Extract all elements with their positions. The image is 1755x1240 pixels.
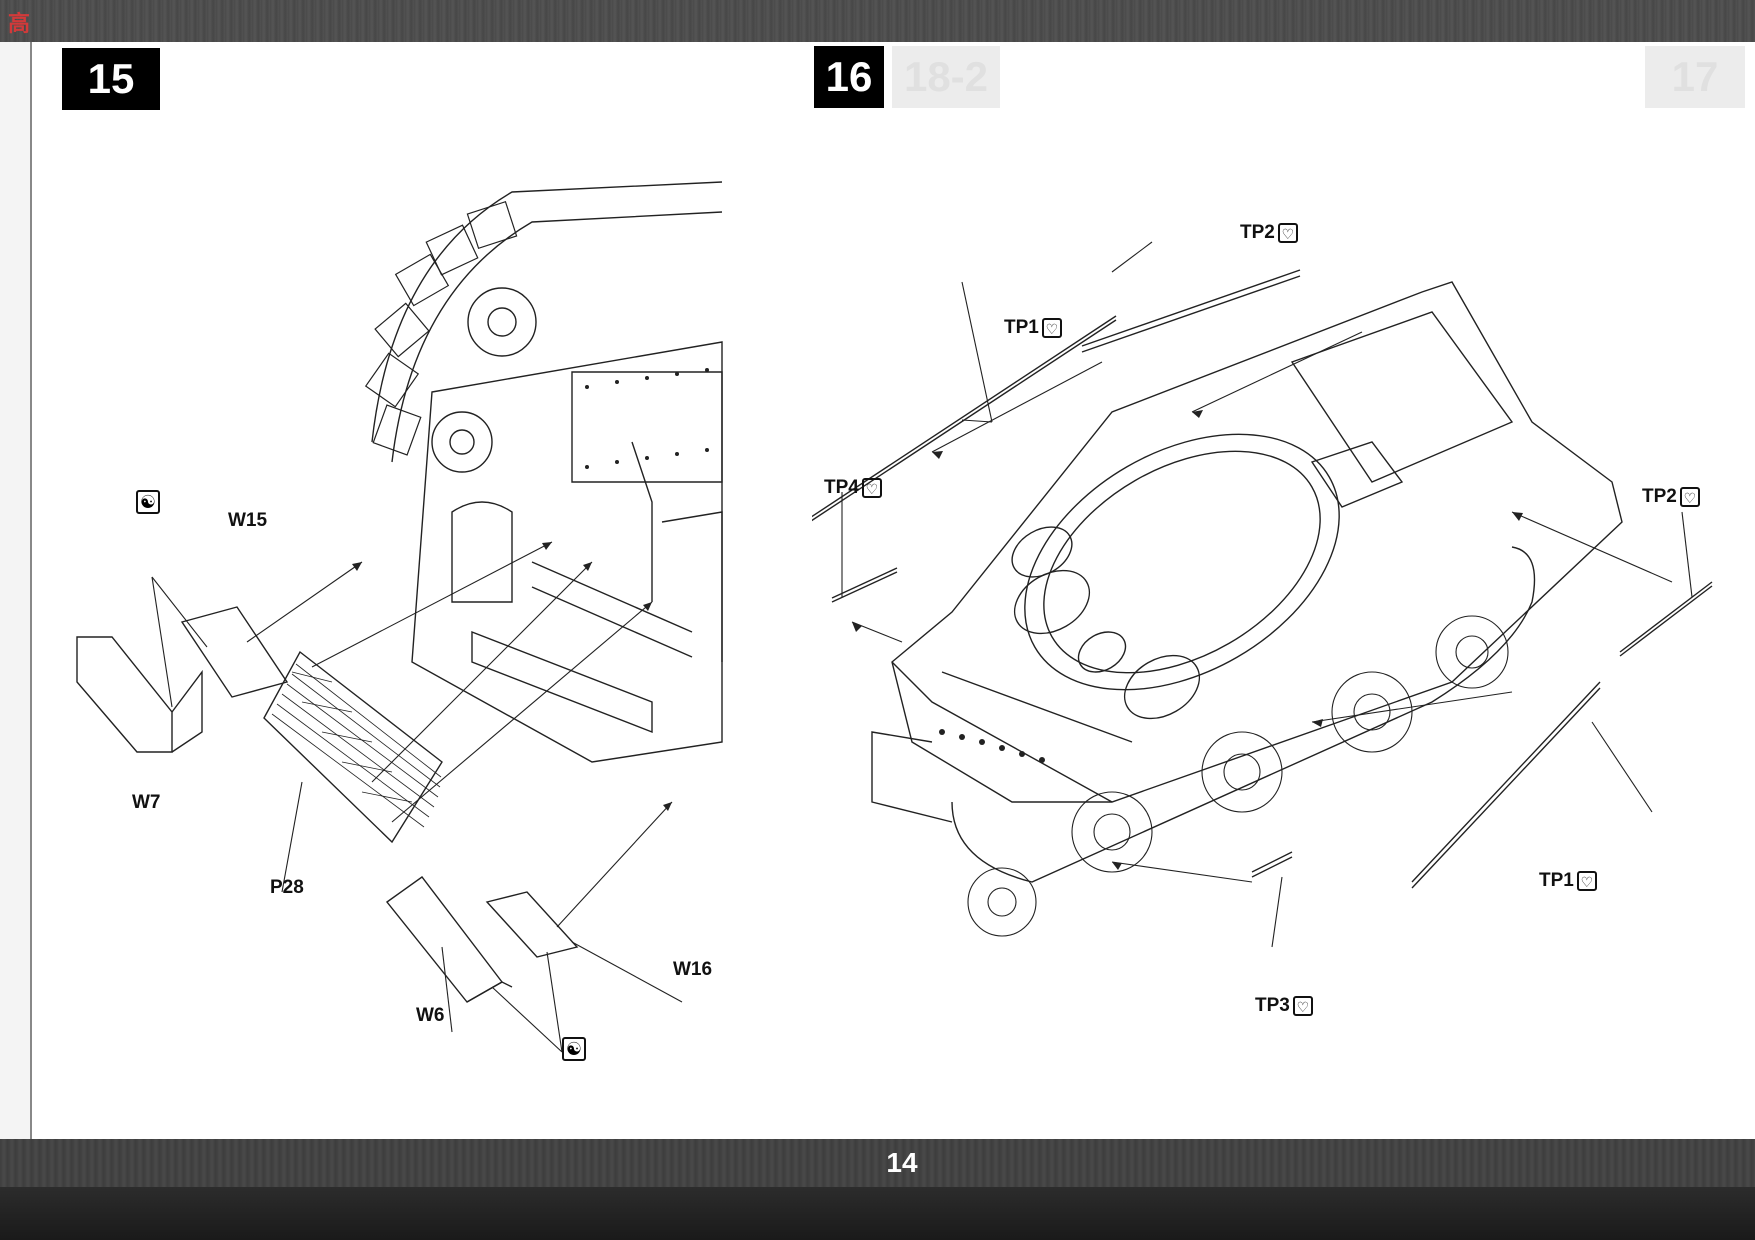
yin-yang-icon-bottom: ☯	[562, 1037, 586, 1061]
scan-bottom-band	[0, 1139, 1755, 1187]
step-15-number: 15	[62, 48, 160, 110]
heart-badge-icon: ♡	[1041, 318, 1062, 338]
tp3-text: TP3	[1255, 995, 1290, 1016]
ghost-step-17: 17	[1645, 46, 1745, 108]
part-label-tp2-right: TP2 ♡	[1642, 486, 1700, 508]
part-label-tp2-top: TP2 ♡	[1240, 222, 1298, 244]
part-label-tp3: TP3 ♡	[1255, 995, 1313, 1017]
tp1-top-text: TP1	[1004, 317, 1039, 338]
page-number: 14	[886, 1147, 918, 1178]
scan-background-floor	[0, 1187, 1755, 1240]
tp2-right-text: TP2	[1642, 486, 1677, 507]
watermark-logo: 高	[8, 11, 31, 36]
part-label-w7: W7	[132, 792, 161, 813]
page-step-15: 15	[30, 42, 813, 1139]
ghost-step-18-2: 18-2	[892, 46, 1000, 108]
part-label-w16: W16	[673, 959, 713, 980]
heart-badge-icon: ♡	[1576, 871, 1597, 891]
yin-yang-icon-left: ☯	[136, 490, 160, 514]
part-label-tp1-top: TP1 ♡	[1004, 317, 1062, 339]
part-label-w6: W6	[416, 1005, 445, 1026]
page-step-16: 16 18-2 17	[812, 42, 1755, 1139]
part-label-w15: W15	[228, 510, 268, 531]
part-label-p28: P28	[270, 877, 304, 898]
step-16-drawing	[812, 42, 1755, 1139]
step-15-drawing	[32, 42, 812, 1139]
part-label-tp4: TP4 ♡	[824, 477, 882, 499]
part-label-tp1-right: TP1 ♡	[1539, 870, 1597, 892]
previous-page-edge	[0, 42, 30, 1139]
heart-badge-icon: ♡	[861, 478, 882, 498]
heart-badge-icon: ♡	[1679, 487, 1700, 507]
step-16-number: 16	[814, 46, 884, 108]
heart-badge-icon: ♡	[1292, 996, 1313, 1016]
tp1-right-text: TP1	[1539, 870, 1574, 891]
tp2-top-text: TP2	[1240, 222, 1275, 243]
scan-top-band	[0, 0, 1755, 42]
heart-badge-icon: ♡	[1277, 223, 1298, 243]
tp4-text: TP4	[824, 477, 859, 498]
